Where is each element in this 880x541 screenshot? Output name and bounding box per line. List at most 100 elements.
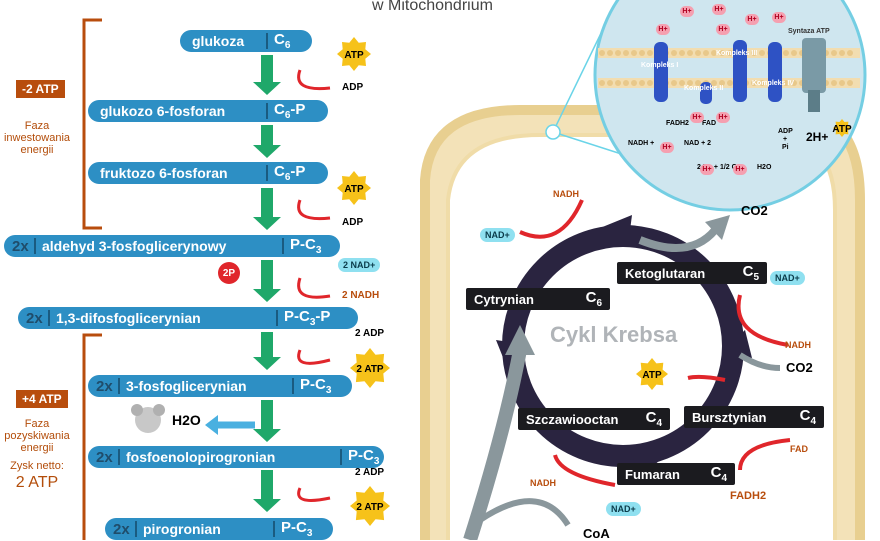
glycolysis-arrows: [253, 55, 281, 512]
phase-2-label: Faza pozyskiwania energii: [4, 418, 70, 454]
etc-complex-2: Kompleks II: [684, 85, 724, 92]
krebs-box-name: Bursztynian: [692, 409, 767, 425]
molecule-name: 3-fosfoglicerynian: [126, 378, 247, 394]
molecule-count: 2x: [96, 448, 113, 466]
complex-3-shape: [733, 40, 747, 102]
molecule-formula: P-C3: [290, 236, 322, 256]
etc-atp-star: ATP: [832, 119, 852, 137]
krebs-nad-c: NAD+: [606, 502, 641, 516]
krebs-box-ketoglutaran: Ketoglutaran C5: [617, 262, 767, 284]
h-plus-ion: H+: [745, 14, 759, 25]
phosphate-2p: 2P: [218, 262, 240, 284]
molecule-7: 2x fosfoenolopirogronian P-C3: [88, 446, 384, 468]
zoom-point: [545, 124, 561, 140]
glycolysis-side-arrows: [297, 69, 331, 502]
phase-1-label: Faza inwestowania energii: [3, 120, 71, 156]
nadh-2: 2 NADH: [342, 290, 380, 301]
atp-synthase-shape: [802, 38, 826, 93]
etc-fad: FAD: [702, 120, 716, 127]
krebs-nadh-b: NADH: [785, 340, 811, 350]
h-plus-ion: H+: [716, 24, 730, 35]
molecule-formula: P-C3: [300, 376, 332, 396]
molecule-formula: C6: [274, 31, 291, 51]
molecule-6: 2x 3-fosfoglicerynian P-C3: [88, 375, 352, 397]
svg-text:ATP: ATP: [832, 124, 852, 135]
h-plus-ion: H+: [733, 164, 747, 175]
nad-2: 2 NAD+: [338, 258, 381, 272]
krebs-box-name: Ketoglutaran: [625, 265, 706, 281]
h-plus-ion: H+: [716, 112, 730, 123]
krebs-box-formula: C4: [799, 407, 816, 427]
etc-synthase: Syntaza ATP: [788, 28, 830, 35]
atp-star-2: ATP: [337, 171, 371, 205]
h-plus-ion: H+: [656, 24, 670, 35]
h-plus-ion: H+: [700, 164, 714, 175]
krebs-atp-star: ATP: [636, 358, 668, 390]
complex-1-shape: [654, 42, 668, 102]
krebs-co2-a: CO2: [741, 203, 768, 218]
molecule-name: glukozo 6-fosforan: [100, 103, 226, 119]
krebs-co2-b: CO2: [786, 360, 813, 375]
molecule-name: fruktozo 6-fosforan: [100, 165, 228, 181]
atp-stars: ATP ATP 2 ATP 2 ATP ATP ATP: [337, 37, 852, 526]
krebs-nad-a: NAD+: [480, 228, 515, 242]
krebs-fadh2: FADH2: [730, 490, 767, 502]
molecule-formula: C6-P: [274, 163, 306, 183]
etc-pi: Pi: [782, 144, 789, 151]
krebs-box-formula: C5: [742, 263, 759, 283]
etc-adp: ADP: [778, 128, 793, 135]
h-plus-ion: H+: [712, 4, 726, 15]
phase-2-bracket: [82, 333, 102, 540]
molecule-formula: C6-P: [274, 101, 306, 121]
krebs-box-name: Fumaran: [625, 466, 680, 482]
phase-1-bracket: [82, 18, 102, 230]
molecule-count: 2x: [96, 377, 113, 395]
etc-complex-4: Kompleks IV: [752, 80, 795, 87]
complex-2-shape: [700, 82, 712, 104]
krebs-fad: FAD: [790, 444, 808, 454]
atp-star-4: 2 ATP: [350, 486, 390, 526]
svg-text:ATP: ATP: [344, 184, 364, 195]
molecule-name: pirogronian: [143, 521, 221, 537]
krebs-box-cytrynian: Cytrynian C6: [466, 288, 610, 310]
etc-water-left: 2 H+ + 1/2 O2: [697, 164, 741, 171]
h-plus-ion: H+: [660, 142, 674, 153]
adp-1: ADP: [342, 82, 364, 93]
svg-text:ATP: ATP: [344, 50, 364, 61]
krebs-nadh-a: NADH: [553, 189, 579, 199]
adp-2: ADP: [342, 217, 364, 228]
h-plus-ion: H+: [680, 6, 694, 17]
krebs-box-name: Cytrynian: [474, 291, 534, 307]
krebs-box-fumaran: Fumaran C4: [617, 463, 735, 485]
molecule-formula: P-C3: [348, 447, 380, 467]
svg-text:2 ATP: 2 ATP: [356, 364, 384, 375]
molecule-2: glukozo 6-fosforan C6-P: [88, 100, 328, 122]
adp-3: 2 ADP: [355, 328, 385, 339]
water-label: H2O: [172, 412, 201, 428]
krebs-nadh-c: NADH: [530, 478, 556, 488]
molecule-name: glukoza: [192, 33, 245, 49]
molecule-count: 2x: [12, 237, 29, 255]
krebs-box-formula: C4: [710, 464, 727, 484]
adp-4: 2 ADP: [355, 467, 385, 478]
molecule-count: 2x: [113, 520, 130, 538]
atp-star-1: ATP: [337, 37, 371, 71]
krebs-box-formula: C6: [585, 289, 602, 309]
etc-plus: +: [783, 136, 788, 143]
molecule-name: fosfoenolopirogronian: [126, 449, 276, 465]
krebs-box-name: Szczawiooctan: [526, 411, 619, 427]
net-gain-label: Zysk netto:: [10, 460, 64, 472]
svg-text:2 ATP: 2 ATP: [356, 502, 384, 513]
molecule-name: 1,3-difosfoglicerynian: [56, 310, 201, 326]
h-plus-ion: H+: [690, 112, 704, 123]
krebs-box-bursztynian: Bursztynian C4: [684, 406, 824, 428]
svg-text:ATP: ATP: [642, 370, 662, 381]
krebs-coa: CoA: [583, 526, 610, 541]
molecule-formula: P-C3-P: [284, 308, 331, 328]
